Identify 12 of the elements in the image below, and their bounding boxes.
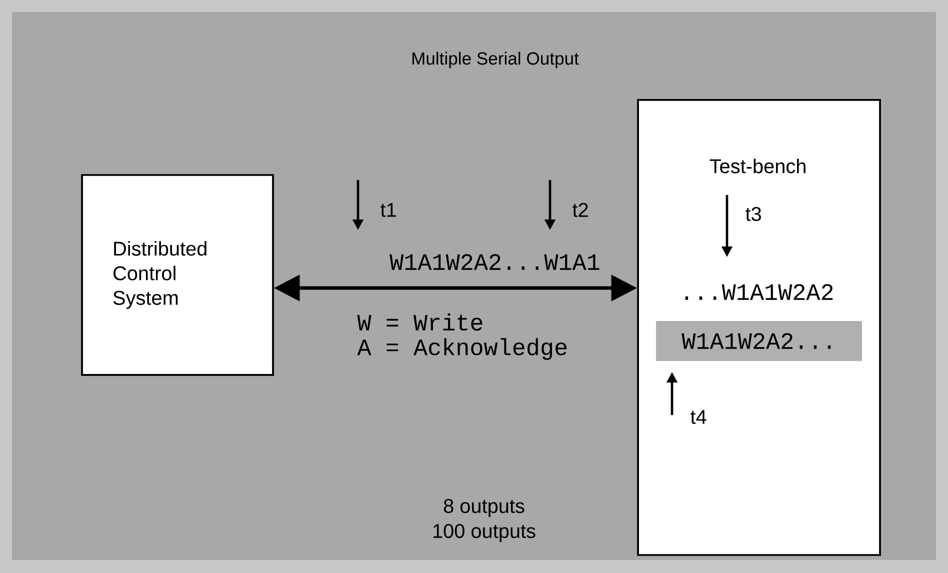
time-label: t3 <box>746 206 761 222</box>
output-count: 8 outputs <box>444 498 524 518</box>
signal-sequence: W1A1W2A2...W1A1 <box>390 254 600 270</box>
system-box: Distributed Control System <box>81 174 274 376</box>
output-count: 100 outputs <box>433 524 536 542</box>
shaded-band: W1A1W2A2... <box>656 321 862 361</box>
key-text: A = Acknowledge <box>357 338 567 360</box>
time-label: t4 <box>690 410 706 424</box>
time-label: t2 <box>572 202 588 218</box>
time-label: t1 <box>380 203 396 217</box>
key-text: W = Write <box>357 313 482 331</box>
title: Multiple Serial Output <box>412 52 579 68</box>
